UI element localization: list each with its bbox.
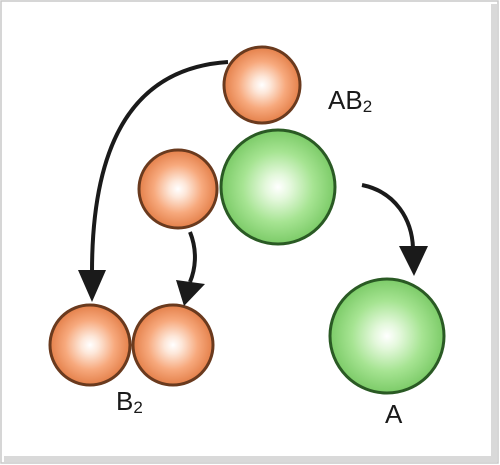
label-ab2: AB2 <box>328 85 373 116</box>
arrowhead-a <box>399 246 428 276</box>
arrow-curve-to-a <box>361 183 415 249</box>
frame-shadow-bottom <box>4 456 497 462</box>
arrow-curve-to-b2-right <box>188 231 197 283</box>
label-a-main: A <box>385 399 403 429</box>
arrow-curve-to-b2-left <box>90 60 229 273</box>
arrowhead-b2-left <box>78 270 106 302</box>
label-b2: B2 <box>116 386 143 417</box>
frame-shadow-right <box>491 4 497 462</box>
ab2-atom-a <box>219 128 337 246</box>
label-ab2-main: AB <box>328 85 363 115</box>
label-b2-subscript: 2 <box>133 398 143 417</box>
a-atom <box>328 277 446 395</box>
b2-atom-left <box>48 303 132 387</box>
ab2-atom-b-left <box>137 148 219 230</box>
ab2-atom-b-top <box>222 45 302 125</box>
label-b2-main: B <box>116 386 134 416</box>
b2-atom-right <box>131 303 215 387</box>
arrowhead-b2-right <box>176 280 205 306</box>
label-a: A <box>385 401 402 427</box>
label-ab2-subscript: 2 <box>362 97 373 116</box>
